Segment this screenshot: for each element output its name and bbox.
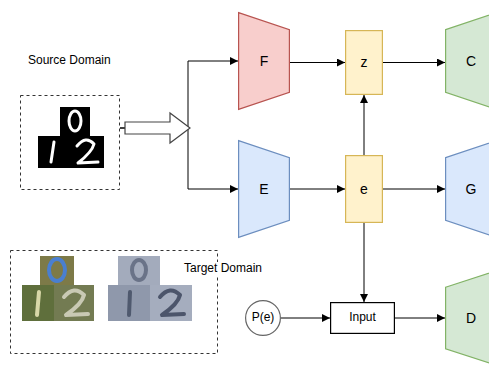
digit-tile — [108, 285, 150, 321]
node-label: e — [360, 181, 368, 197]
digit-tile — [118, 256, 160, 285]
arrow-connector — [120, 61, 238, 128]
node-label: z — [361, 54, 368, 70]
node-label: Input — [349, 311, 376, 325]
domain-label: Target Domain — [182, 262, 264, 276]
digit-tile — [68, 136, 104, 168]
source-domain-box: Source Domain — [20, 50, 120, 190]
discriminator-trapezoid: D — [445, 270, 489, 366]
trapezoid-shape — [446, 141, 489, 238]
arrow-connector — [290, 189, 345, 190]
arrow-connector — [281, 318, 330, 319]
trapezoid-shape — [239, 141, 290, 238]
hollow-arrow — [125, 113, 190, 143]
digit-tile — [22, 285, 54, 321]
digit-tile — [38, 136, 68, 168]
digit-tile — [40, 256, 74, 285]
latent-box: e — [345, 155, 383, 223]
arrow-connector — [290, 62, 345, 63]
arrow-connector — [383, 189, 445, 190]
digit-stroke — [77, 140, 98, 163]
digit-tile — [60, 107, 90, 136]
dashed-frame — [21, 96, 120, 190]
digit-stroke — [64, 290, 88, 315]
digit-stroke — [37, 292, 39, 315]
box-shape — [331, 303, 395, 334]
svhn-digits-image — [22, 256, 94, 321]
node-label: D — [466, 310, 476, 326]
latent-box: z — [345, 30, 383, 95]
arrow-connector — [364, 95, 365, 155]
classifier-trapezoid: C — [445, 12, 489, 110]
digit-stroke — [69, 111, 81, 131]
trapezoid-shape — [239, 13, 290, 110]
digit-stroke — [132, 260, 146, 280]
node-outline — [20, 50, 120, 190]
digit-tile — [150, 285, 192, 321]
digit-stroke — [51, 142, 54, 162]
trapezoid-shape — [446, 13, 489, 110]
generator-trapezoid: G — [445, 140, 489, 238]
mnist-digits-image — [38, 107, 104, 168]
target-domain-box: Target Domain — [10, 250, 218, 354]
arrow-connector — [395, 318, 445, 319]
arrow-connector — [383, 62, 445, 63]
circle-shape — [246, 301, 281, 336]
arrow-connector — [120, 128, 238, 189]
domain-label: Source Domain — [20, 54, 111, 68]
svhn-digits-image — [108, 256, 192, 321]
encoder-trapezoid: F — [238, 12, 290, 110]
box-shape — [346, 31, 383, 95]
encoder-trapezoid: E — [238, 140, 290, 238]
prior-circle: P(e) — [245, 300, 281, 336]
node-label: E — [259, 181, 268, 197]
digit-stroke — [160, 290, 184, 315]
trapezoid-shape — [446, 271, 489, 366]
digit-stroke — [129, 292, 130, 315]
input-box: Input — [330, 302, 395, 334]
digit-tile — [54, 285, 94, 321]
node-label: C — [466, 53, 476, 69]
node-label: P(e) — [252, 311, 275, 325]
node-label: G — [466, 181, 477, 197]
digit-stroke — [49, 259, 65, 281]
node-label: F — [260, 53, 269, 69]
box-shape — [346, 156, 383, 223]
arrow-connector — [364, 223, 365, 302]
